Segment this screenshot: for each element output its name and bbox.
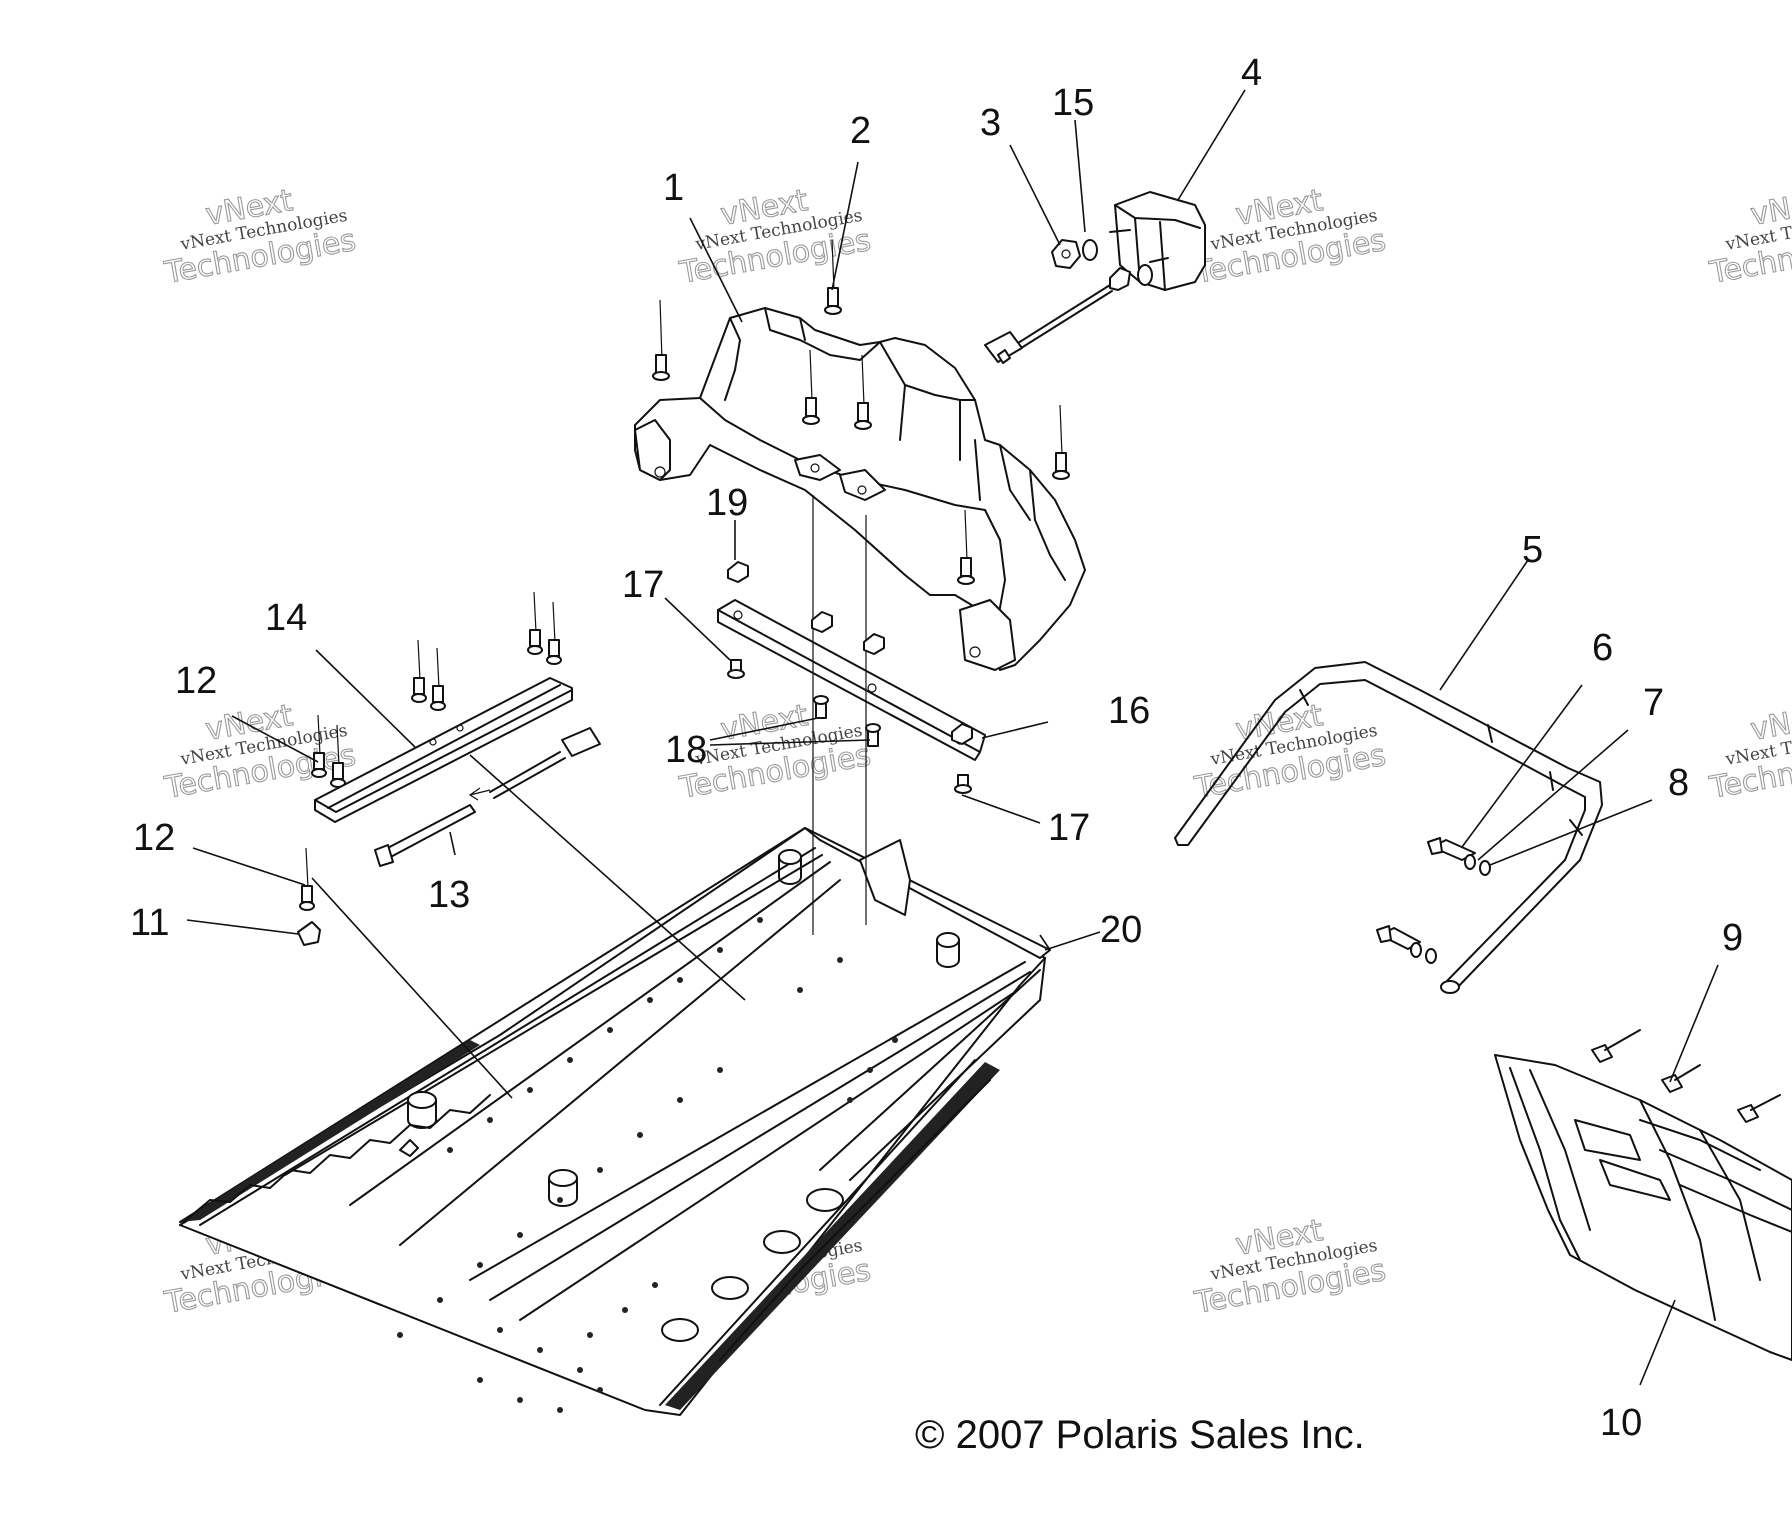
rear-cover-drawing — [634, 307, 1086, 671]
snow-flap-drawing — [1494, 1029, 1792, 1361]
callout-18: 18 — [665, 729, 707, 771]
callout-16: 16 — [1108, 690, 1150, 732]
copyright-notice: © 2007 Polaris Sales Inc. — [915, 1413, 1365, 1457]
callout-17-upper: 17 — [622, 564, 664, 606]
callout-9: 9 — [1722, 917, 1743, 959]
callout-17-lower: 17 — [1048, 807, 1090, 849]
watermark: vNext vNext Technologies Technologies — [1706, 698, 1792, 807]
rail-and-strap-drawing — [297, 677, 601, 946]
callout-2: 2 — [850, 110, 871, 152]
rivets-drawing — [299, 239, 1070, 911]
callout-19: 19 — [706, 482, 748, 524]
watermark: vNext vNext Technologies Technologies — [161, 183, 359, 292]
callout-11: 11 — [130, 902, 169, 944]
callout-12-lower: 12 — [133, 817, 175, 859]
grab-bar-drawing — [1174, 661, 1603, 994]
callout-6: 6 — [1592, 627, 1613, 669]
watermark: vNext vNext Technologies Technologies — [676, 183, 874, 292]
watermark: vNext vNext Technologies Technologies — [1191, 183, 1389, 292]
callout-14: 14 — [265, 597, 307, 639]
callout-13: 13 — [428, 874, 470, 916]
callout-7: 7 — [1643, 682, 1664, 724]
tunnel-chassis-drawing — [179, 827, 1051, 1416]
support-bracket-drawing — [717, 495, 986, 935]
watermark: vNext vNext Technologies Technologies — [1191, 698, 1389, 807]
callout-12-upper: 12 — [175, 660, 217, 702]
callout-5: 5 — [1522, 529, 1543, 571]
watermark: vNext vNext Technologies Technologies — [1706, 183, 1792, 292]
taillight-drawing — [984, 191, 1206, 364]
callout-1: 1 — [663, 167, 684, 209]
callout-20: 20 — [1100, 909, 1142, 951]
callout-3: 3 — [980, 102, 1001, 144]
callout-8: 8 — [1668, 762, 1689, 804]
callout-10: 10 — [1600, 1402, 1642, 1444]
watermark: vNext vNext Technologies Technologies — [161, 698, 359, 807]
callout-15: 15 — [1052, 82, 1094, 124]
watermark: vNext vNext Technologies Technologies — [1191, 1213, 1389, 1322]
callout-4: 4 — [1241, 52, 1262, 94]
part-callouts: 1 2 3 15 4 5 6 7 8 9 10 11 12 12 13 14 1… — [130, 52, 1743, 1444]
leader-lines — [186, 89, 1719, 1386]
